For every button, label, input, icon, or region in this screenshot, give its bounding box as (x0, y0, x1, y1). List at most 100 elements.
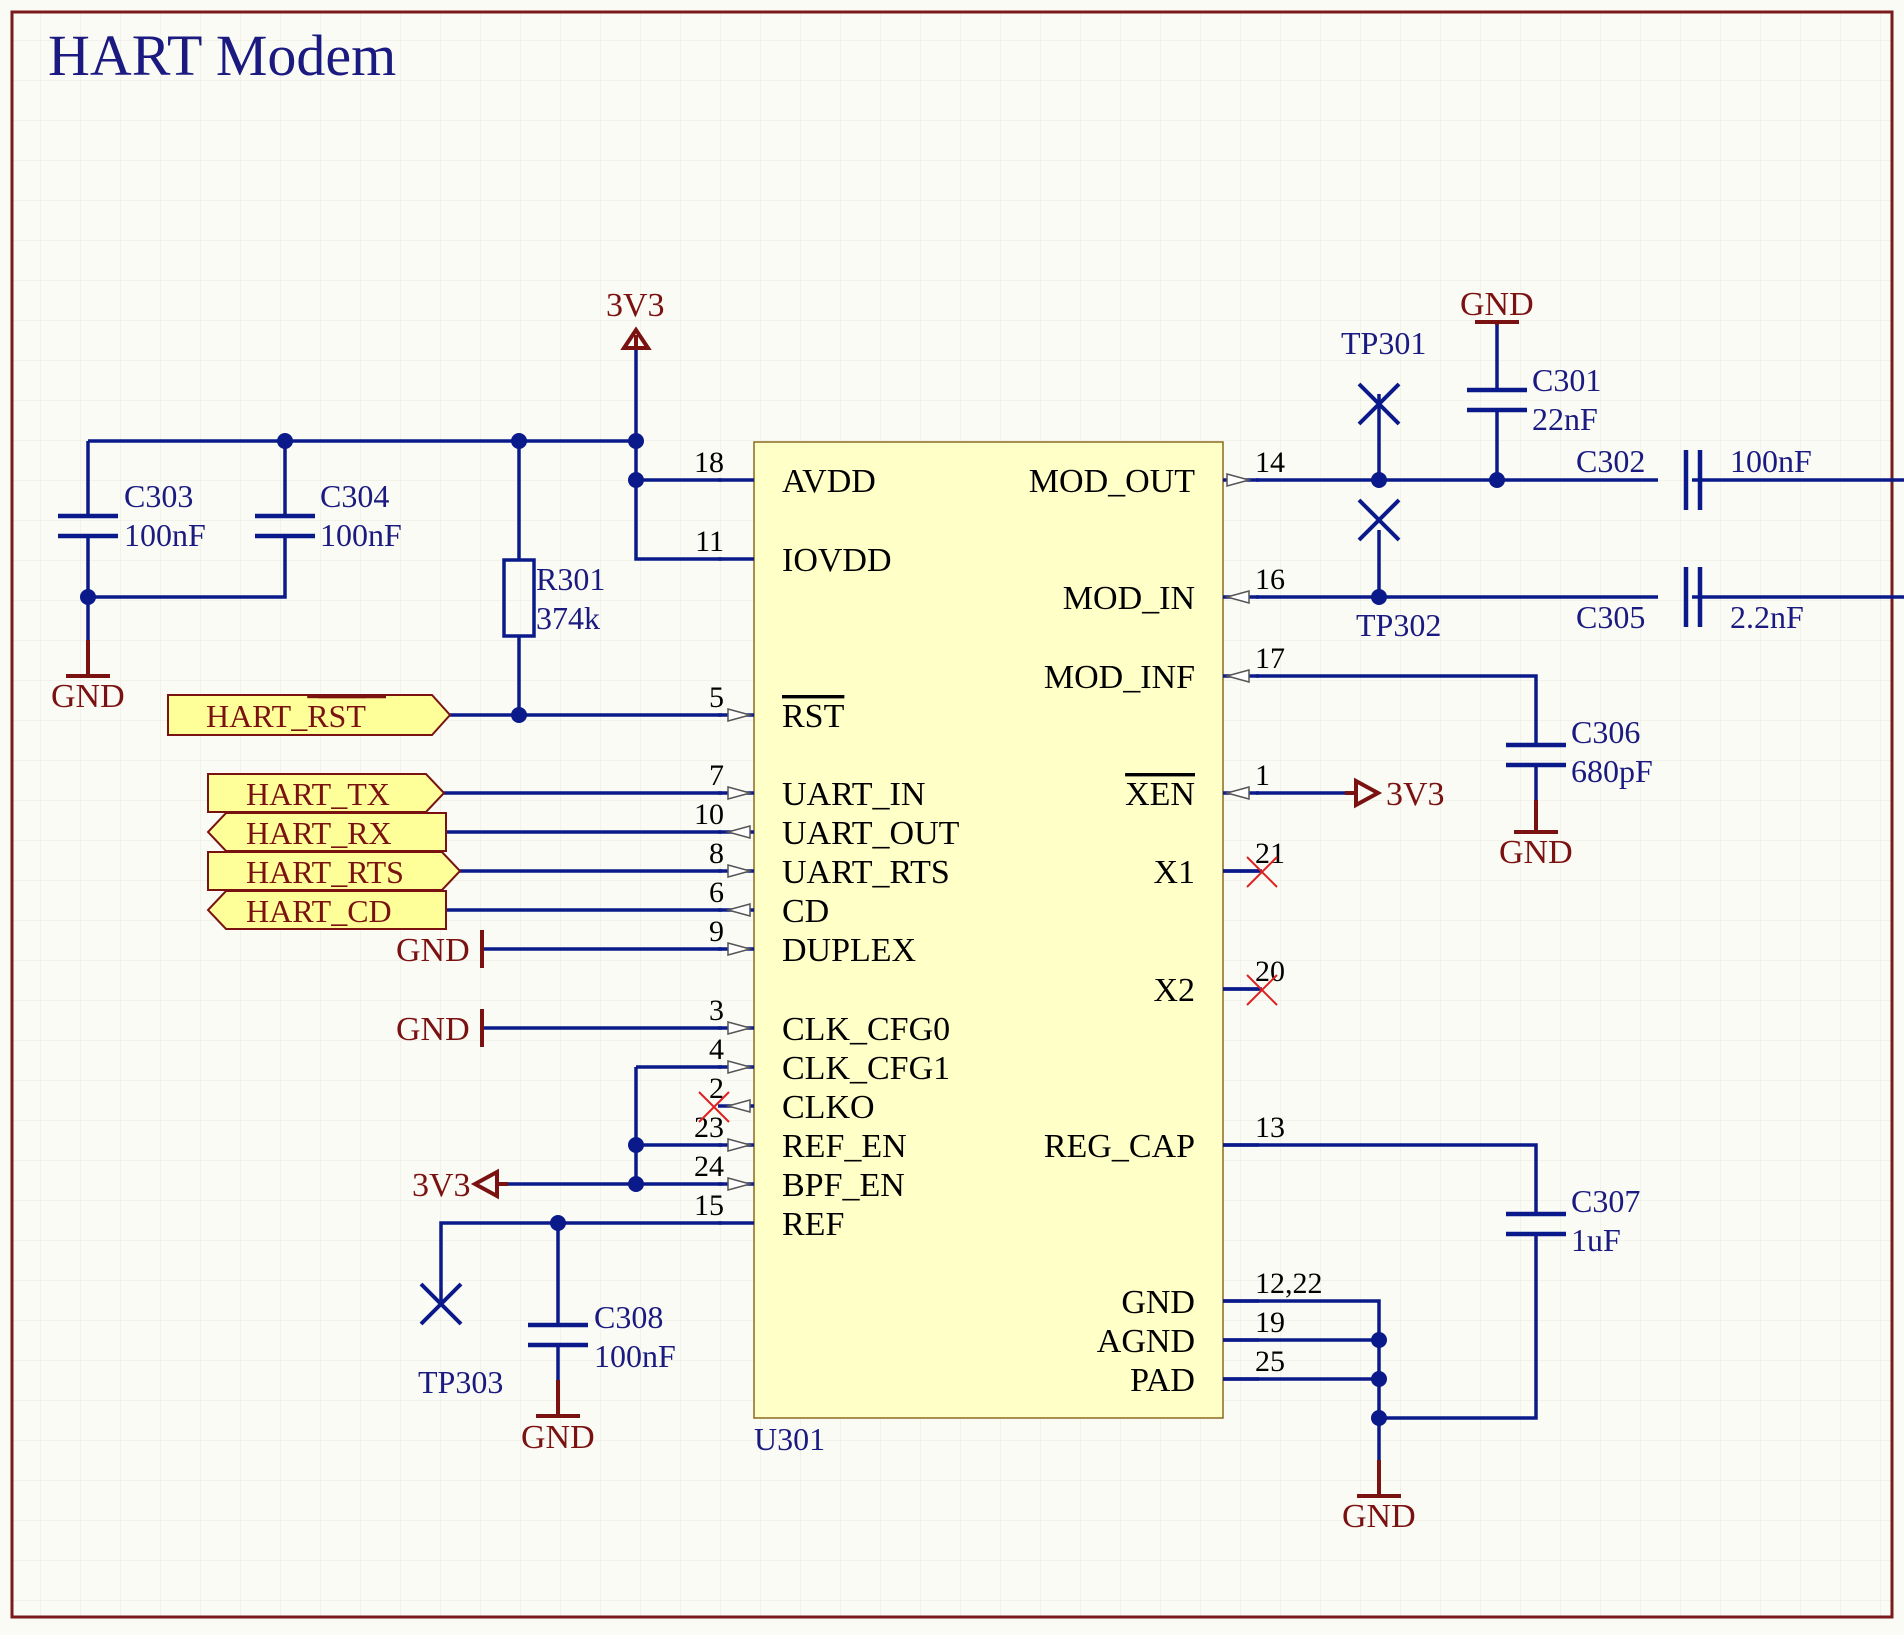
power-label: GND (1460, 286, 1534, 323)
pin-name: BPF_EN (782, 1167, 905, 1204)
test-point-cross (1357, 498, 1401, 542)
junction-dots (80, 433, 1505, 1426)
port-hart-tx[interactable]: HART_TX (207, 773, 446, 813)
pin-name: MOD_IN (1063, 580, 1195, 617)
component-value: 2.2nF (1730, 599, 1804, 635)
power-arrow-icon (620, 326, 652, 350)
ground-icon (1514, 800, 1558, 834)
pin-name: DUPLEX (782, 932, 916, 969)
ground-icon (480, 930, 484, 968)
resistor-symbol (502, 558, 536, 638)
test-point-label: TP302 (1356, 607, 1441, 643)
junction-dot (511, 707, 527, 723)
power-3v3-xen: 3V3 (1345, 776, 1445, 813)
pin-number: 13 (1255, 1111, 1285, 1144)
no-connect-marker (698, 1091, 730, 1123)
power-3v3-top: 3V3 (606, 287, 665, 350)
test-point-tp303[interactable]: TP303 (418, 1282, 503, 1400)
junction-dot (628, 433, 644, 449)
port-hart-rst[interactable]: HART_RST (167, 694, 452, 736)
component-ref: R301 (536, 561, 605, 597)
component-value: 100nF (124, 517, 206, 553)
capacitor-c308[interactable]: C308 100nF (528, 1299, 676, 1374)
component-value: 100nF (1730, 443, 1812, 479)
capacitor-symbol (1467, 387, 1527, 413)
pin-number: 19 (1255, 1306, 1285, 1339)
gnd-c306: GND (1499, 800, 1573, 871)
chip-designator: U301 (754, 1421, 825, 1457)
port-shape (167, 694, 452, 736)
pin-direction-icon (727, 1138, 753, 1152)
pin-direction-icon (1226, 473, 1252, 487)
capacitor-symbol (58, 513, 118, 539)
capacitor-c301[interactable]: C301 22nF (1467, 362, 1601, 437)
pin-direction-icon (725, 903, 751, 917)
pin-number: 23 (694, 1111, 724, 1144)
pin-number: 14 (1255, 446, 1285, 479)
capacitor-c303[interactable]: C303 100nF (58, 478, 206, 553)
port-hart-rx[interactable]: HART_RX (206, 812, 447, 852)
power-label: GND (51, 678, 125, 715)
resistor-r301[interactable]: R301 374k (502, 558, 605, 638)
junction-dot (277, 433, 293, 449)
test-point-tp301[interactable]: TP301 (1341, 325, 1426, 426)
component-ref: C302 (1576, 443, 1645, 479)
component-ref: C308 (594, 1299, 663, 1335)
pin-name: RST (782, 698, 845, 735)
no-connect-markers (698, 856, 1278, 1123)
pin-number: 4 (709, 1033, 724, 1066)
capacitor-c302[interactable]: C302 100nF (1576, 443, 1812, 510)
gnd-duplex: GND (396, 930, 484, 969)
capacitor-symbol (255, 513, 315, 539)
pin-direction-icon (727, 864, 753, 878)
chip-pin-cd[interactable]: 6CD (709, 876, 829, 930)
test-point-tp302[interactable]: TP302 (1356, 498, 1441, 643)
port-label-overlined: RST (307, 698, 366, 734)
pin-name: CLK_CFG0 (782, 1011, 950, 1048)
pin-name: REF (782, 1206, 844, 1243)
component-ref: C307 (1571, 1183, 1640, 1219)
test-point-cross (1357, 382, 1401, 426)
ground-icon (1475, 320, 1519, 325)
capacitor-c304[interactable]: C304 100nF (255, 478, 402, 553)
pin-number: 3 (709, 994, 724, 1027)
capacitor-symbol (528, 1322, 588, 1348)
capacitor-c306[interactable]: C306 680pF (1506, 714, 1653, 789)
port-hart-rts[interactable]: HART_RTS (207, 851, 462, 891)
power-label: GND (1499, 834, 1573, 871)
capacitor-c305[interactable]: C305 2.2nF (1576, 567, 1804, 635)
pin-direction-icon (725, 1099, 751, 1113)
capacitor-c307[interactable]: C307 1uF (1506, 1183, 1640, 1258)
component-ref: C306 (1571, 714, 1640, 750)
pin-name: REG_CAP (1044, 1128, 1195, 1165)
port-hart-cd[interactable]: HART_CD (206, 890, 447, 930)
pin-name: X1 (1153, 854, 1195, 891)
capacitor-symbol (1683, 567, 1703, 627)
power-label: GND (1342, 1498, 1416, 1535)
component-value: 1uF (1571, 1222, 1621, 1258)
pin-direction-icon (725, 825, 751, 839)
ground-icon (480, 1009, 484, 1047)
